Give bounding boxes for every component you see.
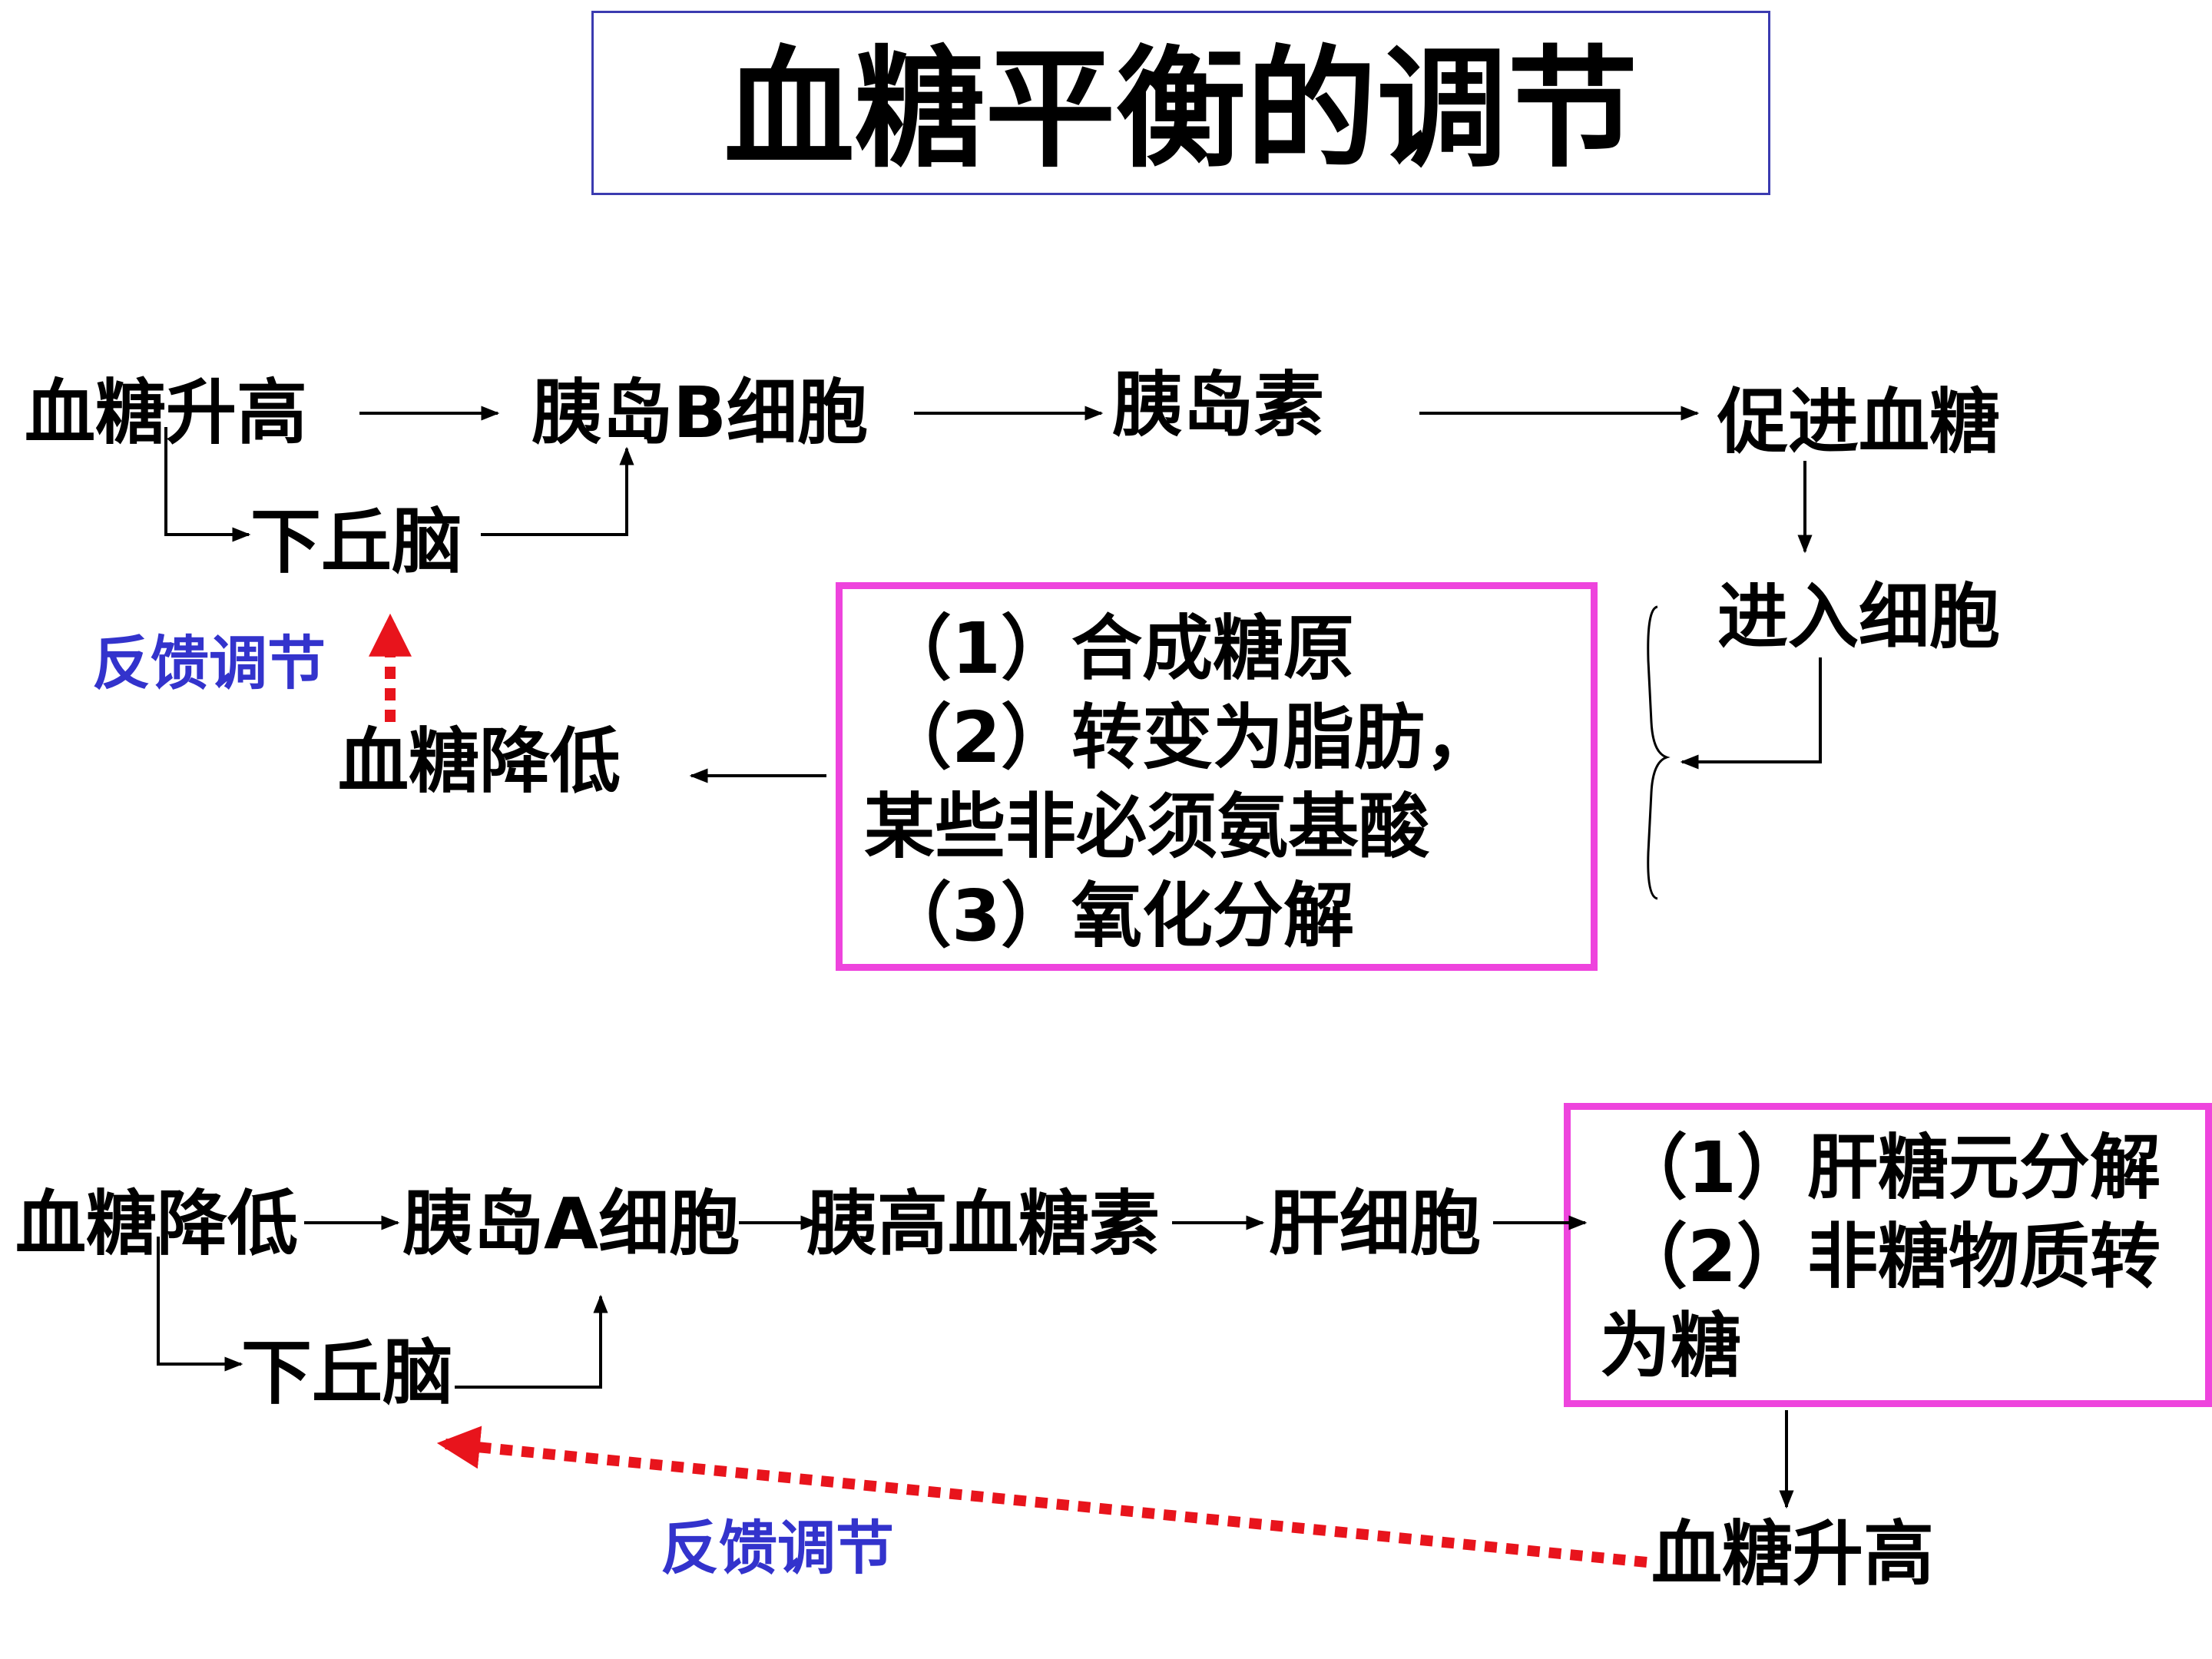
node-islet-a-cell: 胰岛A细胞 (402, 1183, 740, 1265)
effect-item: （1）合成糖原 (881, 608, 1355, 690)
feedback-arrow-bottom (436, 1426, 1647, 1568)
effect-item: 为糖 (1600, 1305, 1742, 1387)
arrow-hypothalamus-to-bcell (481, 446, 634, 536)
effect-item: （3）氧化分解 (881, 875, 1355, 957)
insulin-effects-box: （1）合成糖原 （2）转变为脂肪， 某些非必须氨基酸 （3）氧化分解 (836, 582, 1598, 971)
effect-item: （2）非糖物质转 (1617, 1216, 2161, 1298)
node-insulin: 胰岛素 (1112, 364, 1325, 446)
node-hypothalamus-top: 下丘脑 (250, 501, 463, 583)
node-glucagon: 胰高血糖素 (806, 1183, 1161, 1265)
glucagon-effects-box: （1）肝糖元分解 （2）非糖物质转 为糖 (1564, 1103, 2212, 1407)
effect-item: （2）转变为脂肪， (881, 697, 1496, 779)
node-islet-b-cell: 胰岛B细胞 (531, 372, 869, 454)
arrow-rise-to-hypothalamus (164, 427, 251, 542)
feedback-label-bottom: 反馈调节 (661, 1514, 894, 1582)
title-box: 血糖平衡的调节 (591, 11, 1770, 195)
arrow-fall-to-hypothalamus (157, 1237, 243, 1372)
node-blood-sugar-rise-b: 血糖升高 (1651, 1513, 1935, 1595)
arrow-enter-to-effects (1680, 657, 1822, 770)
effect-item: （1）肝糖元分解 (1617, 1127, 2161, 1209)
node-hypothalamus-bottom: 下丘脑 (241, 1332, 454, 1414)
node-enter-cells: 进入细胞 (1717, 576, 2001, 658)
effect-item: 某些非必须氨基酸 (864, 786, 1430, 868)
feedback-label-top: 反馈调节 (92, 629, 326, 697)
node-blood-sugar-fall: 血糖降低 (338, 720, 621, 803)
node-liver-cell: 肝细胞 (1269, 1183, 1482, 1265)
page-title: 血糖平衡的调节 (724, 32, 1638, 186)
brace (1647, 605, 1671, 900)
arrow-hypothalamus-to-acell (455, 1294, 608, 1389)
node-promote-glucose: 促进血糖 (1717, 381, 2001, 463)
